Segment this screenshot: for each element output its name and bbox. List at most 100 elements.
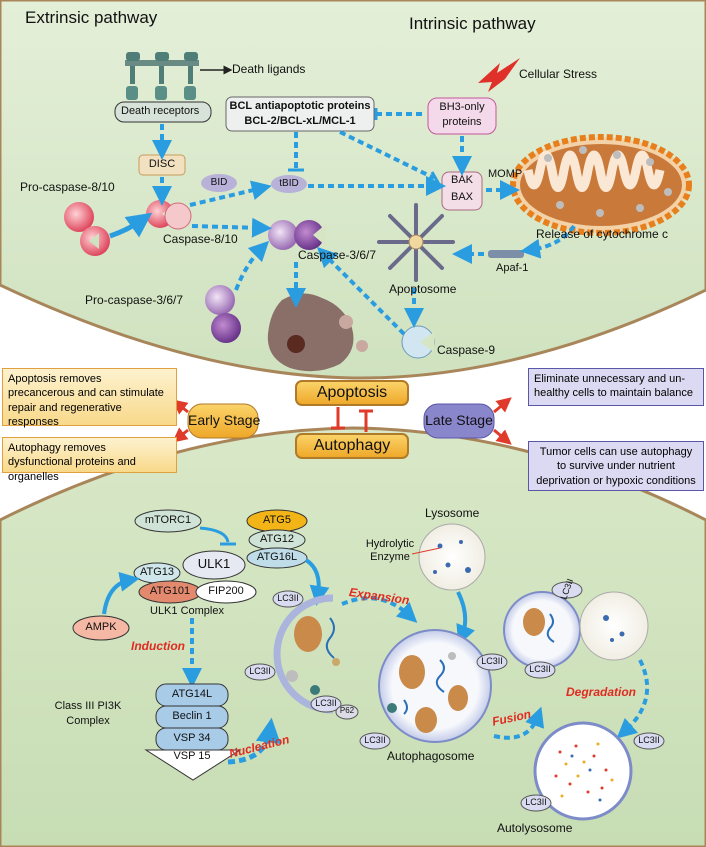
ampk-oval [72, 615, 130, 641]
inhibition-lines [288, 108, 442, 187]
early-box-1: Apoptosis removes precancerous and can s… [2, 368, 177, 428]
lightning-icon [478, 58, 520, 92]
bid-label: BID [210, 177, 228, 188]
induction-label: Induction [131, 639, 185, 653]
autolysosome-icon [533, 721, 633, 821]
lc3-label-a1: LC3II [481, 656, 503, 666]
tbid-oval [271, 175, 307, 193]
vsp34-label: VSP 34 [173, 732, 211, 744]
apoptotic-cell-icon [267, 293, 368, 372]
autophagy-box: Autophagy [313, 437, 391, 454]
mtorc1-inhibit [199, 526, 230, 543]
lc3-fusion-2 [524, 661, 556, 679]
ampk-label: AMPK [85, 621, 117, 633]
stage-arrows [172, 397, 512, 445]
lc3-auto-1 [476, 653, 508, 671]
procaspase-8-arrow [109, 212, 153, 239]
cellular-stress-label: Cellular Stress [519, 67, 598, 81]
ampk-arrow [102, 571, 140, 615]
late-box-2: Tumor cells can use autophagy to survive… [528, 441, 704, 491]
atg16l-label: ATG16L [256, 551, 298, 563]
vsp15-label: VSP 15 [173, 750, 211, 762]
bcl-label-2: BCL-2/BCL-xL/MCL-1 [244, 115, 356, 127]
death-receptors-icon [125, 52, 199, 100]
p62-oval [335, 704, 359, 720]
bax-label: BAX [450, 191, 473, 203]
phagophore-icon [273, 594, 340, 714]
caspase-3-6-7-icon [268, 220, 326, 250]
bcl-label-1: BCL antiapoptotic proteins [229, 100, 371, 112]
death-ligands-label: Death ligands [232, 62, 306, 76]
lc3-label-p1: LC3II [277, 593, 299, 603]
disc-label: DISC [148, 158, 176, 170]
pi3k-label-1: Class III PI3K [54, 700, 122, 712]
bid-oval [201, 174, 237, 192]
lc3-phago-1 [272, 590, 304, 608]
bh3-label-1: BH3-only [439, 101, 485, 113]
lc3-label-p2: LC3II [249, 666, 271, 676]
atg101-label: ATG101 [149, 585, 191, 597]
autophagy-box-shape [295, 433, 409, 459]
early-box-2: Autophagy removes dysfunctional proteins… [2, 437, 177, 483]
mtorc1-label: mTORC1 [144, 514, 192, 526]
ulk1-label: ULK1 [197, 556, 231, 571]
beclin1-label: Beclin 1 [172, 710, 212, 722]
degradation-arrow [616, 659, 650, 739]
autophagosome-label: Autophagosome [387, 749, 475, 763]
mitochondrion-icon [510, 134, 692, 236]
ulk1-oval [182, 550, 246, 580]
lc3-phago-2 [244, 663, 276, 681]
atg-arrow [304, 558, 330, 606]
fusion-arrow [493, 706, 545, 740]
caspase-3-label: Caspase-3/6/7 [298, 248, 377, 262]
apaf1-icon [488, 250, 524, 258]
bh3-box [427, 97, 497, 135]
mutual-inhibition [331, 407, 373, 432]
atg14l-label: ATG14L [171, 688, 213, 700]
tbid-label: tBID [279, 178, 299, 189]
autolysosome-label: Autolysosome [497, 821, 573, 835]
apaf1-label: Apaf-1 [496, 262, 529, 274]
mtorc1-oval [134, 509, 202, 533]
caspase-9-label: Caspase-9 [437, 343, 496, 357]
fip200-oval [195, 580, 257, 604]
early-stage-shape [187, 403, 259, 439]
late-stage-label: Late Stage [425, 412, 493, 428]
bcl-box [225, 96, 375, 132]
lysosome-icon [418, 523, 486, 591]
p62-label: P62 [339, 706, 355, 715]
momp-label: MOMP [488, 168, 523, 180]
lc3-phago-3 [310, 695, 342, 713]
apoptosis-box-shape [295, 380, 409, 406]
atg13-label: ATG13 [139, 566, 175, 578]
lc3-fusion-1 [551, 581, 583, 599]
death-receptors-label: Death receptors [121, 105, 200, 117]
bh3-label-2: proteins [442, 116, 482, 128]
cytochrome-label: Release of cytochrome c [536, 227, 669, 241]
apoptosis-cell [0, 0, 706, 380]
lysosome-label: Lysosome [425, 506, 480, 520]
pro-caspase-3-label: Pro-caspase-3/6/7 [85, 293, 184, 307]
nucleation-arrow [227, 717, 281, 765]
pro-caspase-8-10-icon [64, 202, 110, 256]
lc3-label-a2: LC3II [364, 735, 386, 745]
ulk1-complex-label: ULK1 Complex [150, 605, 224, 617]
vsp15-shape [144, 749, 242, 781]
lc3-label-l1: LC3II [638, 735, 660, 745]
bak-label: BAK [450, 174, 473, 186]
pro-caspase-8-label: Pro-caspase-8/10 [20, 180, 115, 194]
lysosome-dots [433, 540, 471, 574]
extrinsic-header: Extrinsic pathway [25, 8, 158, 27]
lc3-autolyso-1 [633, 732, 665, 750]
apoptosis-box: Apoptosis [316, 384, 388, 401]
intrinsic-header: Intrinsic pathway [409, 14, 536, 33]
apoptosis-arrows [152, 124, 576, 336]
lc3-auto-2 [359, 732, 391, 750]
lc3-label-f2: LC3II [529, 664, 551, 674]
autophagosome-icon [378, 629, 492, 743]
lc3-label-l2: LC3II [525, 797, 547, 807]
hydrolytic-pointer [411, 547, 441, 555]
atg12-label: ATG12 [259, 533, 295, 545]
apoptosome-icon [377, 203, 455, 282]
late-box-1: Eliminate unnecessary and un-healthy cel… [528, 368, 704, 406]
